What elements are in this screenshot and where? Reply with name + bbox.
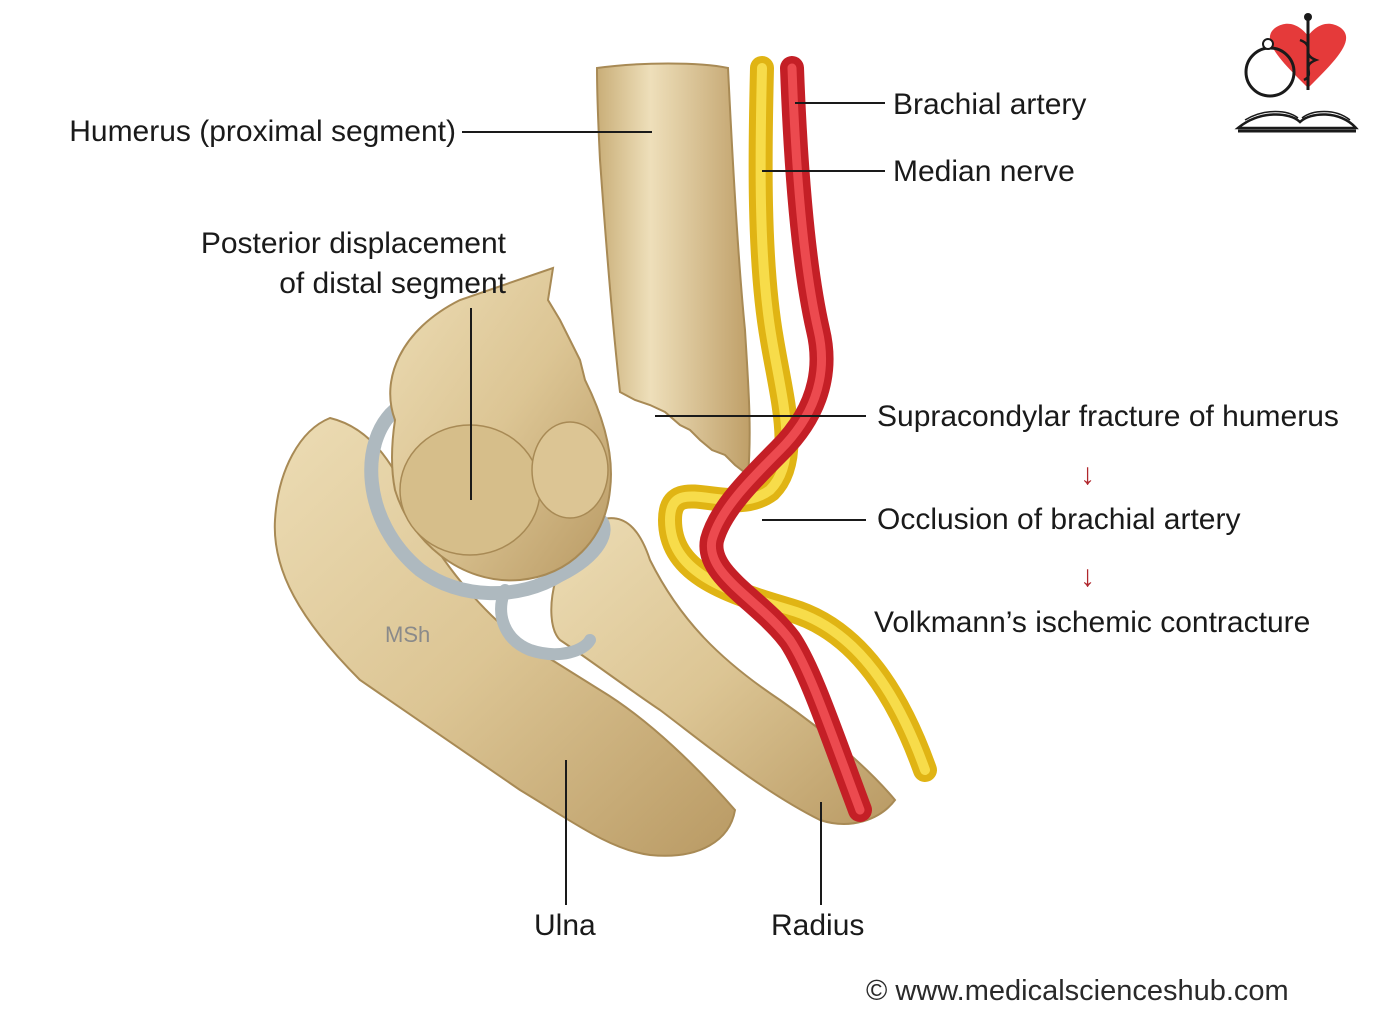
brachial-artery-highlight	[706, 63, 865, 815]
down-arrow-icon: ↓	[1080, 560, 1095, 593]
proximal-humerus-shaft	[595, 62, 751, 477]
leader-lines	[462, 102, 885, 905]
median-nerve-label: Median nerve	[893, 155, 1075, 188]
volkmann-label: Volkmann’s ischemic contracture	[874, 606, 1311, 639]
ulna-label: Ulna	[534, 909, 596, 942]
posterior-displacement-label-line1: Posterior displacement	[200, 227, 506, 260]
down-arrow-icon: ↓	[1080, 458, 1095, 491]
watermark: MSh	[385, 622, 431, 647]
occlusion-label: Occlusion of brachial artery	[877, 503, 1241, 536]
supracondylar-fracture-label: Supracondylar fracture of humerus	[877, 400, 1339, 433]
copyright-text: © www.medicalscienceshub.com	[866, 975, 1289, 1007]
posterior-displacement-label-line2: of distal segment	[279, 267, 506, 300]
radius-bone	[550, 517, 897, 825]
median-nerve-highlight	[664, 63, 930, 775]
trochlea-groove	[531, 421, 609, 519]
cartilage-trochlea	[364, 403, 611, 601]
humerus-label: Humerus (proximal segment)	[69, 115, 456, 148]
heart-caduceus-book-logo	[1234, 13, 1359, 133]
brachial-artery-label: Brachial artery	[893, 88, 1087, 121]
cartilage-radial-head	[495, 584, 596, 661]
radius-label: Radius	[771, 909, 865, 942]
